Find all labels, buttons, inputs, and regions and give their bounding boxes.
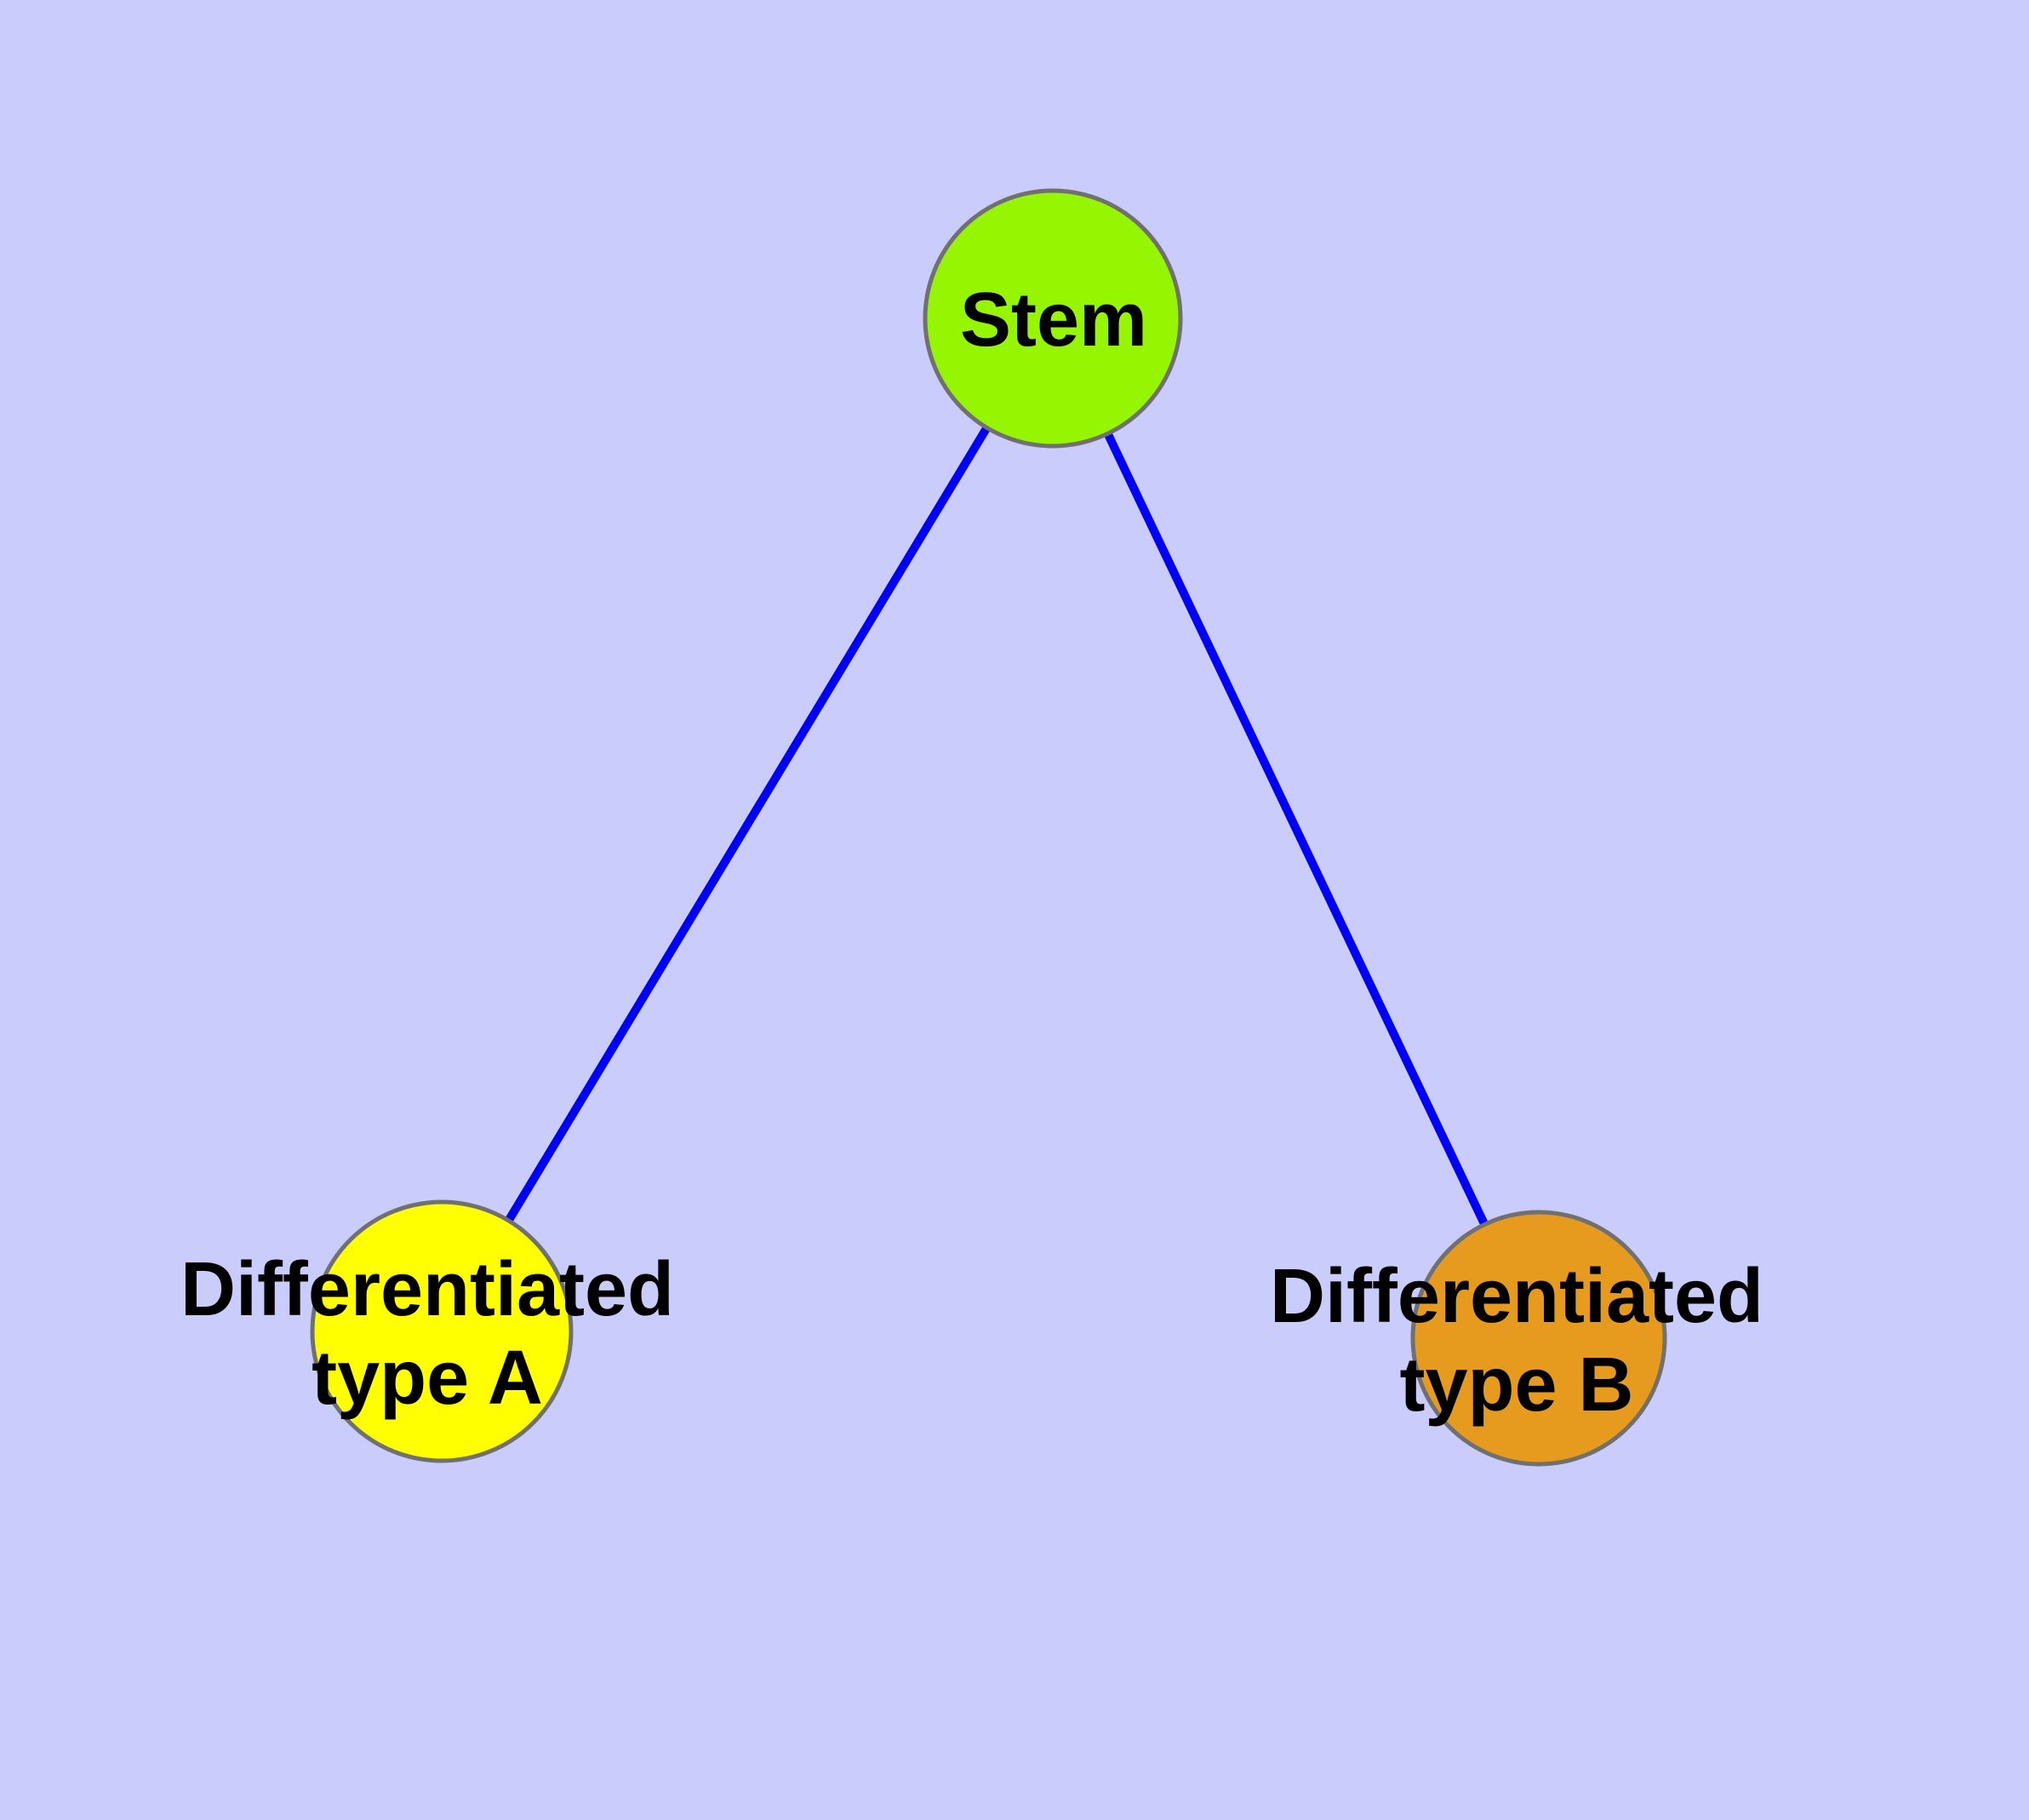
node-type-a-label-line1: Differentiated — [180, 1247, 674, 1332]
node-type-a-label-line2: type A — [311, 1336, 543, 1421]
edge-stem-to-type-b — [1049, 316, 1543, 1341]
node-type-b-label-line2: type B — [1399, 1342, 1633, 1428]
node-type-b-label-line1: Differentiated — [1270, 1254, 1763, 1339]
node-differentiated-type-a — [310, 1199, 574, 1463]
node-differentiated-type-b — [1410, 1210, 1667, 1467]
edge-stem-to-type-a — [437, 316, 1057, 1334]
node-stem — [923, 188, 1183, 449]
node-stem-label: Stem — [960, 278, 1147, 363]
